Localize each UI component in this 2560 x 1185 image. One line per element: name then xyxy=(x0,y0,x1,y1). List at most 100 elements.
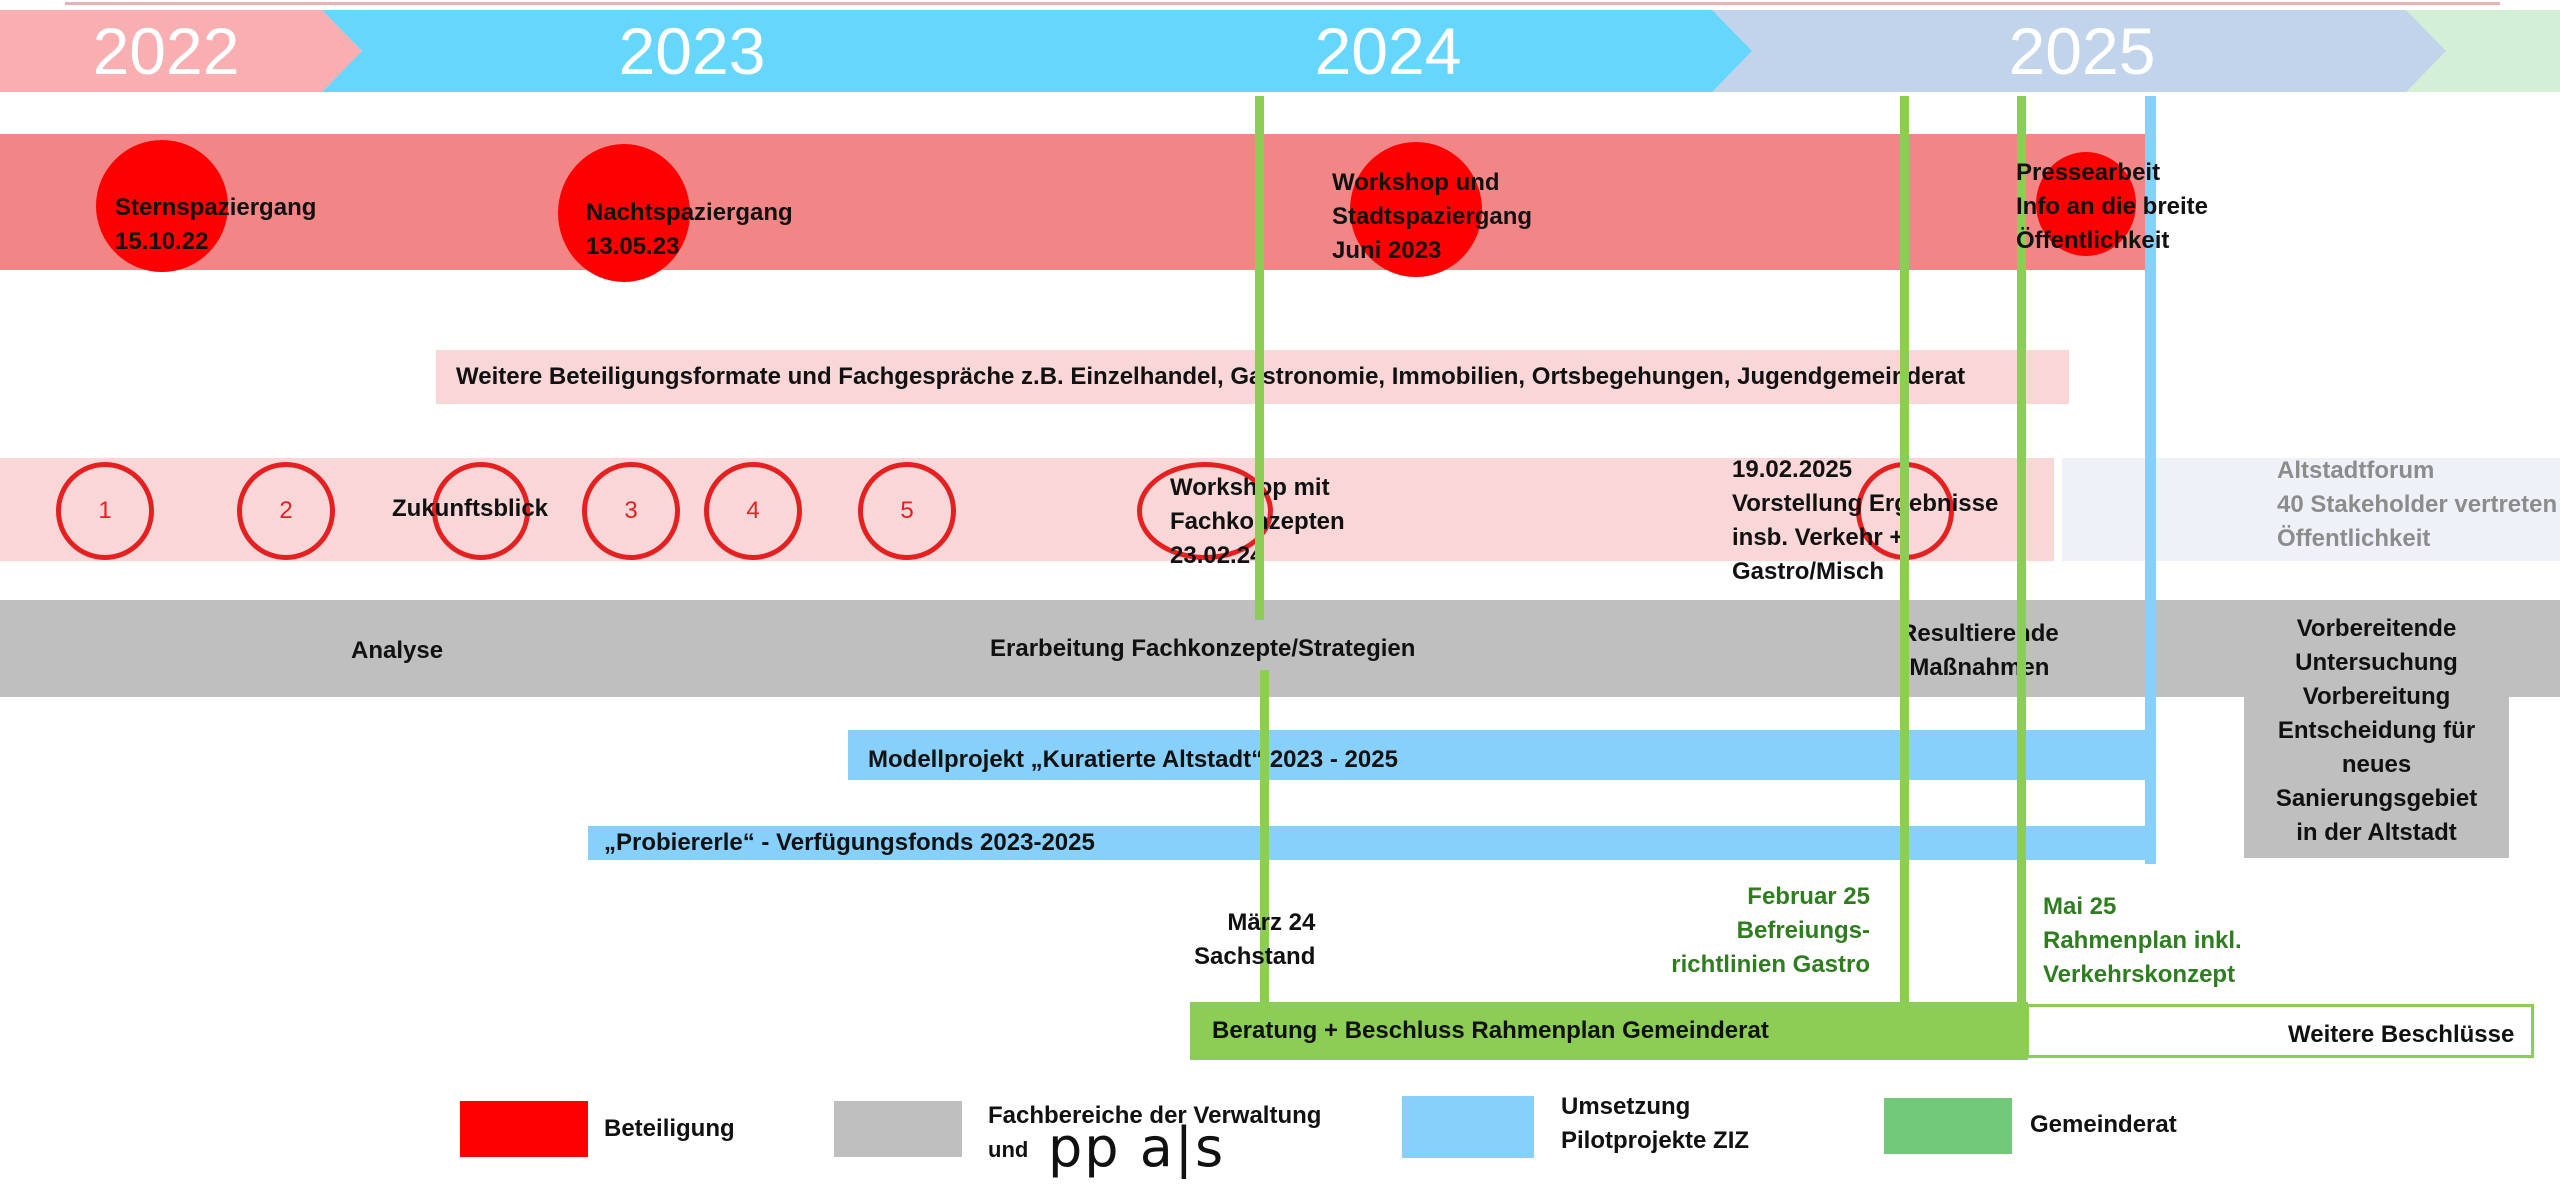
beteiligung-row-band xyxy=(0,458,2054,561)
legend-swatch-beteiligung xyxy=(460,1101,588,1157)
vorbereitende-label: Vorbereitende Untersuchung Vorbereitung … xyxy=(2244,612,2509,850)
legend-label-umsetzung: Umsetzung Pilotprojekte ZIZ xyxy=(1561,1090,1749,1158)
verwaltung-band xyxy=(0,600,2560,697)
event-circle xyxy=(558,144,690,282)
workshop-ring xyxy=(1137,462,1273,560)
event-circle xyxy=(2036,152,2136,256)
event-line: Info an die breite xyxy=(2016,193,2209,220)
year-arrow-2025: 2025 xyxy=(1712,10,2452,92)
event-pressearbeit: Pressearbeit Info an die breite Öffentli… xyxy=(2016,156,2208,258)
weitere-beschluesse-box xyxy=(2026,1004,2534,1058)
label-line: neues xyxy=(2341,751,2412,778)
label-line: Fachbereiche der Verwaltung xyxy=(988,1102,1322,1129)
weitere-formate-label: Weitere Beteiligungsformate und Fachgesp… xyxy=(456,363,1966,390)
beratung-bar xyxy=(1190,1002,2028,1060)
zukunftsblick-ring xyxy=(432,462,530,560)
label-line: 23.02.24 xyxy=(1170,542,1264,569)
event-line: Stadtspaziergang xyxy=(1332,203,1533,230)
zukunftsblick-label: Zukunftsblick xyxy=(392,495,549,522)
vorstellung-label: 19.02.2025 Vorstellung Ergebnisse insb. … xyxy=(1732,453,1998,589)
beteiligung-band xyxy=(0,134,2145,270)
februar-label: Februar 25 Befreiungs- richtlinien Gastr… xyxy=(1650,880,1870,982)
label-line: in der Altstadt xyxy=(2296,819,2457,846)
year-arrow-2024: 2024 xyxy=(1018,10,1758,92)
event-line: Pressearbeit xyxy=(2016,159,2161,186)
label-line: Vorbereitung xyxy=(2302,683,2451,710)
numbered-ring-2: 2 xyxy=(237,462,335,560)
label-line: Verkehrskonzept xyxy=(2043,961,2236,988)
modellprojekt-label: Modellprojekt „Kuratierte Altstadt“ 2023… xyxy=(868,746,1398,773)
weitere-formate-band xyxy=(436,350,2069,404)
event-sternspaziergang: Sternspaziergang 15.10.22 xyxy=(115,191,316,259)
label-line: Umsetzung xyxy=(1561,1093,1691,1120)
ring-number: 4 xyxy=(746,497,760,524)
year-label: 2024 xyxy=(1314,14,1462,88)
legend-swatch-gemeinderat xyxy=(1884,1098,2012,1154)
year-arrow-2022: 2022 xyxy=(0,10,362,92)
probiererle-bar xyxy=(588,826,2148,860)
event-line: 15.10.22 xyxy=(115,228,209,255)
label-line: Maßnahmen xyxy=(1909,654,2050,681)
event-workshop-stadtspaziergang: Workshop und Stadtspaziergang Juni 2023 xyxy=(1332,166,1532,268)
label-line: 19.02.2025 xyxy=(1732,456,1853,483)
label-line: Öffentlichkeit xyxy=(2277,525,2431,552)
event-line: Workshop und xyxy=(1332,169,1500,196)
beratung-label: Beratung + Beschluss Rahmenplan Gemeinde… xyxy=(1212,1017,1769,1044)
year-arrow-2023: 2023 xyxy=(322,10,1062,92)
analyse-label: Analyse xyxy=(351,637,444,664)
legend-swatch-verwaltung xyxy=(834,1101,962,1157)
label-line: März 24 xyxy=(1227,909,1316,936)
milestone-line-maerz xyxy=(1260,670,1269,1010)
ring-number: 3 xyxy=(624,497,638,524)
legend-label-gemeinderat: Gemeinderat xyxy=(2030,1111,2177,1138)
ring-number: 5 xyxy=(900,497,914,524)
altstadtforum-label: Altstadtforum 40 Stakeholder vertreten Ö… xyxy=(2277,454,2557,556)
resultierende-label: Resultierende Maßnahmen xyxy=(1900,617,2059,685)
label-line: Sanierungsgebiet xyxy=(2275,785,2478,812)
label-line: insb. Verkehr + xyxy=(1732,524,1904,551)
milestone-line-mai xyxy=(2017,96,2026,1010)
top-rule xyxy=(65,2,2500,5)
event-circle xyxy=(96,140,228,272)
milestone-line-februar xyxy=(1900,96,1909,1010)
label-line: Vorbereitende xyxy=(2296,615,2457,642)
legend-label-beteiligung: Beteiligung xyxy=(604,1115,735,1142)
erarbeitung-label: Erarbeitung Fachkonzepte/Strategien xyxy=(990,635,1416,662)
label-line: Gastro/Misch xyxy=(1732,558,1885,585)
label-line: 40 Stakeholder vertreten xyxy=(2277,491,2558,518)
numbered-ring-5: 5 xyxy=(858,462,956,560)
label-line: und xyxy=(988,1137,1029,1162)
label-line: Sachstand xyxy=(1194,943,1316,970)
ppas-logo: pp a|s xyxy=(1048,1116,1226,1179)
event-nachtspaziergang: Nachtspaziergang 13.05.23 xyxy=(586,196,793,264)
numbered-ring-4: 4 xyxy=(704,462,802,560)
event-line: Nachtspaziergang xyxy=(586,199,793,226)
label-line: Altstadtforum xyxy=(2277,457,2435,484)
label-line: Untersuchung xyxy=(2295,649,2458,676)
legend-label-verwaltung: Fachbereiche der Verwaltung und xyxy=(988,1099,1321,1167)
year-label: 2025 xyxy=(2008,14,2156,88)
event-line: Öffentlichkeit xyxy=(2016,227,2170,254)
weitere-beschluesse-label: Weitere Beschlüsse xyxy=(2288,1021,2515,1048)
modellprojekt-bar xyxy=(848,730,2148,780)
ring-number: 2 xyxy=(279,497,293,524)
maerz-label: März 24 Sachstand xyxy=(1194,906,1315,974)
numbered-ring-3: 3 xyxy=(582,462,680,560)
label-line: Resultierende xyxy=(1900,620,2059,647)
label-line: Vorstellung Ergebnisse xyxy=(1732,490,1999,517)
event-line: Sternspaziergang xyxy=(115,194,317,221)
event-line: 13.05.23 xyxy=(586,233,680,260)
label-line: Februar 25 xyxy=(1747,883,1870,910)
vorbereitende-box xyxy=(2244,600,2509,858)
label-line: Mai 25 xyxy=(2043,893,2117,920)
milestone-line-2024 xyxy=(1255,96,1264,620)
label-line: Workshop mit xyxy=(1170,474,1330,501)
mai-label: Mai 25 Rahmenplan inkl. Verkehrskonzept xyxy=(2043,890,2242,992)
label-line: richtlinien Gastro xyxy=(1671,951,1870,978)
label-line: Pilotprojekte ZIZ xyxy=(1561,1127,1750,1154)
year-label: 2023 xyxy=(618,14,766,88)
legend-swatch-umsetzung xyxy=(1402,1096,1534,1158)
probiererle-label: „Probiererle“ - Verfügungsfonds 2023-202… xyxy=(604,829,1095,856)
event-circle xyxy=(1350,142,1482,277)
numbered-ring-1: 1 xyxy=(56,462,154,560)
